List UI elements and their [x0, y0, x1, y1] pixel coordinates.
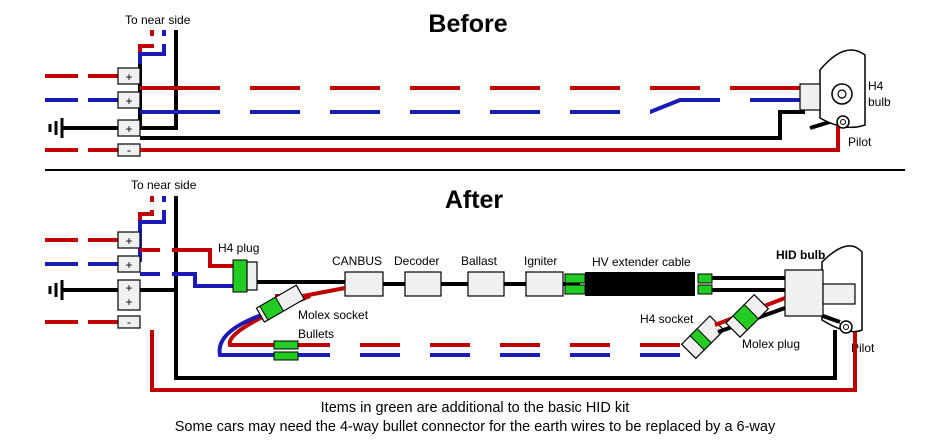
ballast-label: Ballast: [461, 254, 498, 268]
after-bullet-connector: + + + + -: [117, 231, 141, 329]
after-section: After To near side + + + + -: [45, 178, 875, 392]
pilot-bulb-icon: [839, 320, 853, 334]
svg-text:+: +: [125, 258, 132, 272]
after-red-pilot-wire: [150, 330, 857, 392]
molex-plug-label: Molex plug: [742, 337, 800, 351]
before-h4-label: H4: [868, 79, 884, 93]
bullets-label: Bullets: [298, 327, 334, 341]
hid-bulb-icon: [784, 245, 863, 333]
before-pilot-feed-wire: [140, 124, 840, 152]
svg-text:-: -: [127, 143, 131, 157]
note-line-2: Some cars may need the 4-way bullet conn…: [174, 419, 776, 435]
after-pilot-label: Pilot: [851, 341, 875, 355]
canbus-label: CANBUS: [332, 254, 382, 268]
earth-symbol-icon: [48, 118, 64, 138]
after-black-return-wire: [174, 290, 837, 380]
after-title: After: [445, 186, 504, 214]
h4-bulb-icon: [799, 49, 866, 129]
note-line-1: Items in green are additional to the bas…: [320, 400, 630, 416]
h4-socket-label: H4 socket: [640, 312, 694, 326]
after-blue-to-h4-plug: [140, 272, 238, 288]
h4-socket: [680, 315, 725, 360]
bullets-connector: [273, 340, 299, 361]
after-blue-loop-wire: [217, 310, 680, 357]
after-to-near-side-label: To near side: [131, 178, 197, 192]
before-pilot-label: Pilot: [848, 135, 872, 149]
decoder-label: Decoder: [394, 254, 439, 268]
molex-socket-label: Molex socket: [298, 308, 369, 322]
before-section: Before To near side + + +: [45, 10, 891, 157]
molex-plug: [725, 293, 770, 338]
hv-extender-cable: [564, 272, 726, 296]
molex-socket: [255, 284, 306, 323]
before-bullet-connector: + + + -: [117, 67, 141, 157]
pilot-bulb-icon: [836, 115, 850, 129]
decoder-box: [404, 271, 442, 297]
h4-plug-label: H4 plug: [218, 241, 259, 255]
before-to-near-side-label: To near side: [125, 13, 191, 27]
svg-text:+: +: [125, 94, 132, 108]
svg-text:+: +: [125, 70, 132, 84]
before-black-main-wire: [140, 110, 805, 140]
svg-text:+: +: [125, 295, 132, 309]
earth-symbol-icon: [48, 280, 64, 300]
before-title: Before: [428, 10, 507, 38]
after-red-to-h4-plug: [140, 248, 238, 268]
before-bulb-label: bulb: [868, 95, 891, 109]
igniter-label: Igniter: [524, 254, 557, 268]
igniter-box: [525, 271, 564, 297]
svg-text:+: +: [125, 234, 132, 248]
ballast-box: [467, 271, 505, 297]
svg-text:+: +: [125, 281, 132, 295]
svg-text:+: +: [125, 122, 132, 136]
hid-bulb-label: HID bulb: [776, 248, 825, 262]
canbus-box: [344, 271, 384, 297]
svg-text:-: -: [127, 315, 131, 329]
h4-plug: [232, 259, 258, 293]
hv-extender-label: HV extender cable: [592, 255, 691, 269]
